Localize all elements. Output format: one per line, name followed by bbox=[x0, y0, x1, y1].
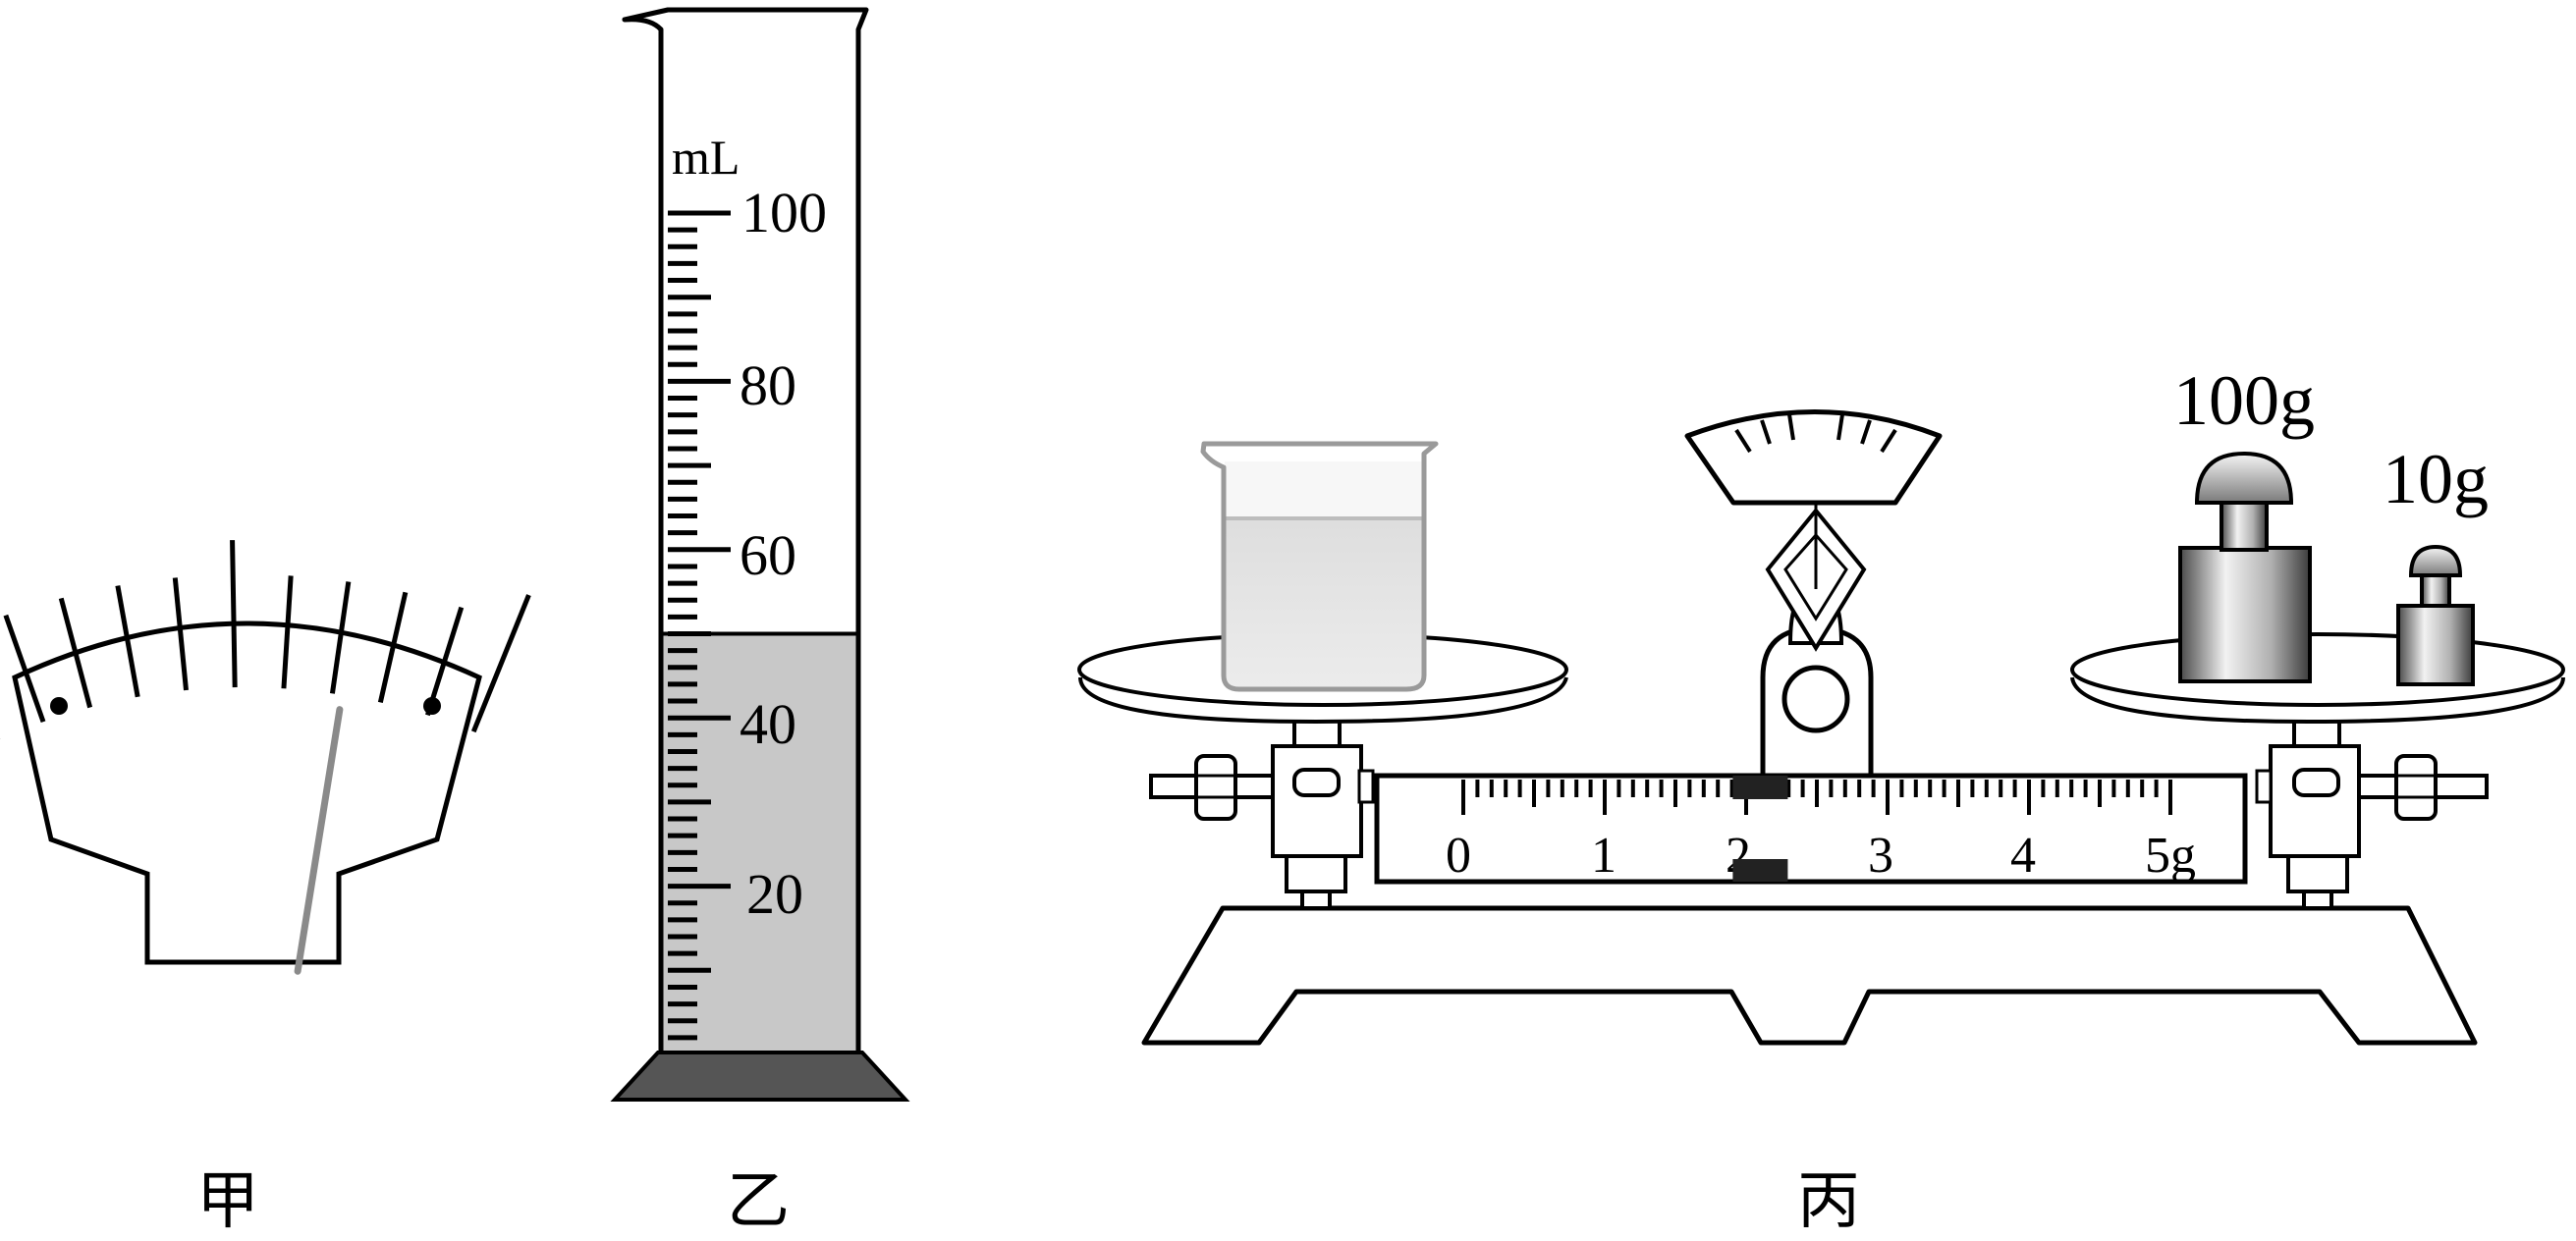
cylinder-label-80: 80 bbox=[740, 353, 796, 417]
cylinder-label-60: 60 bbox=[740, 523, 796, 587]
meter-tick bbox=[115, 585, 140, 698]
beam-label-5g: 5g bbox=[2145, 828, 2196, 884]
cylinder-unit: mL bbox=[672, 130, 740, 185]
balance-bing: 0 1 2 3 4 5g 100g bbox=[1077, 361, 2565, 1238]
meter-jia: 甲 bbox=[0, 540, 531, 1238]
measuring-cylinder-yi: mL 100 80 60 40 20 乙 bbox=[610, 7, 910, 1238]
meter-tick bbox=[3, 614, 46, 724]
balance-base bbox=[1141, 905, 2478, 1046]
beam-label-0: 0 bbox=[1446, 828, 1471, 884]
meter-body bbox=[12, 620, 482, 965]
cylinder-liquid bbox=[661, 633, 858, 1052]
meter-tick bbox=[230, 540, 238, 688]
beam-label-1: 1 bbox=[1591, 828, 1617, 884]
weight-10g bbox=[2396, 544, 2475, 686]
cylinder-label-20: 20 bbox=[746, 862, 803, 926]
cylinder-label-40: 40 bbox=[740, 692, 796, 756]
balance-caption: 丙 bbox=[1797, 1165, 1860, 1238]
meter-tick bbox=[172, 577, 189, 691]
meter-tick bbox=[470, 594, 531, 733]
meter-scale-ticks bbox=[0, 540, 531, 739]
balance-dial bbox=[1684, 409, 1943, 506]
meter-tick bbox=[425, 606, 465, 717]
weight-100g bbox=[2178, 451, 2312, 683]
cylinder-tube bbox=[622, 7, 869, 1052]
cylinder-label-100: 100 bbox=[741, 181, 827, 244]
weight-10g-label: 10g bbox=[2383, 440, 2489, 518]
beam-label-4: 4 bbox=[2010, 828, 2036, 884]
meter-tick bbox=[58, 597, 93, 709]
beam-rider bbox=[1732, 776, 1788, 882]
balance-pointer bbox=[1765, 491, 1867, 652]
beaker bbox=[1200, 441, 1439, 692]
cylinder-graduations bbox=[668, 210, 731, 1041]
left-pan-support bbox=[1149, 707, 1375, 910]
right-pan bbox=[2070, 632, 2565, 725]
meter-caption: 甲 bbox=[196, 1165, 259, 1238]
weight-100g-label: 100g bbox=[2173, 361, 2315, 440]
meter-tick bbox=[377, 591, 409, 703]
meter-tick bbox=[281, 575, 294, 689]
beam-scale-ticks bbox=[1461, 780, 2172, 815]
meter-needle bbox=[294, 706, 344, 975]
meter-tick bbox=[329, 581, 352, 694]
beam-label-3: 3 bbox=[1868, 828, 1893, 884]
cylinder-base bbox=[610, 1051, 910, 1102]
cylinder-caption: 乙 bbox=[727, 1165, 790, 1238]
meter-screw-left bbox=[50, 697, 68, 715]
right-pan-support bbox=[2255, 707, 2489, 910]
